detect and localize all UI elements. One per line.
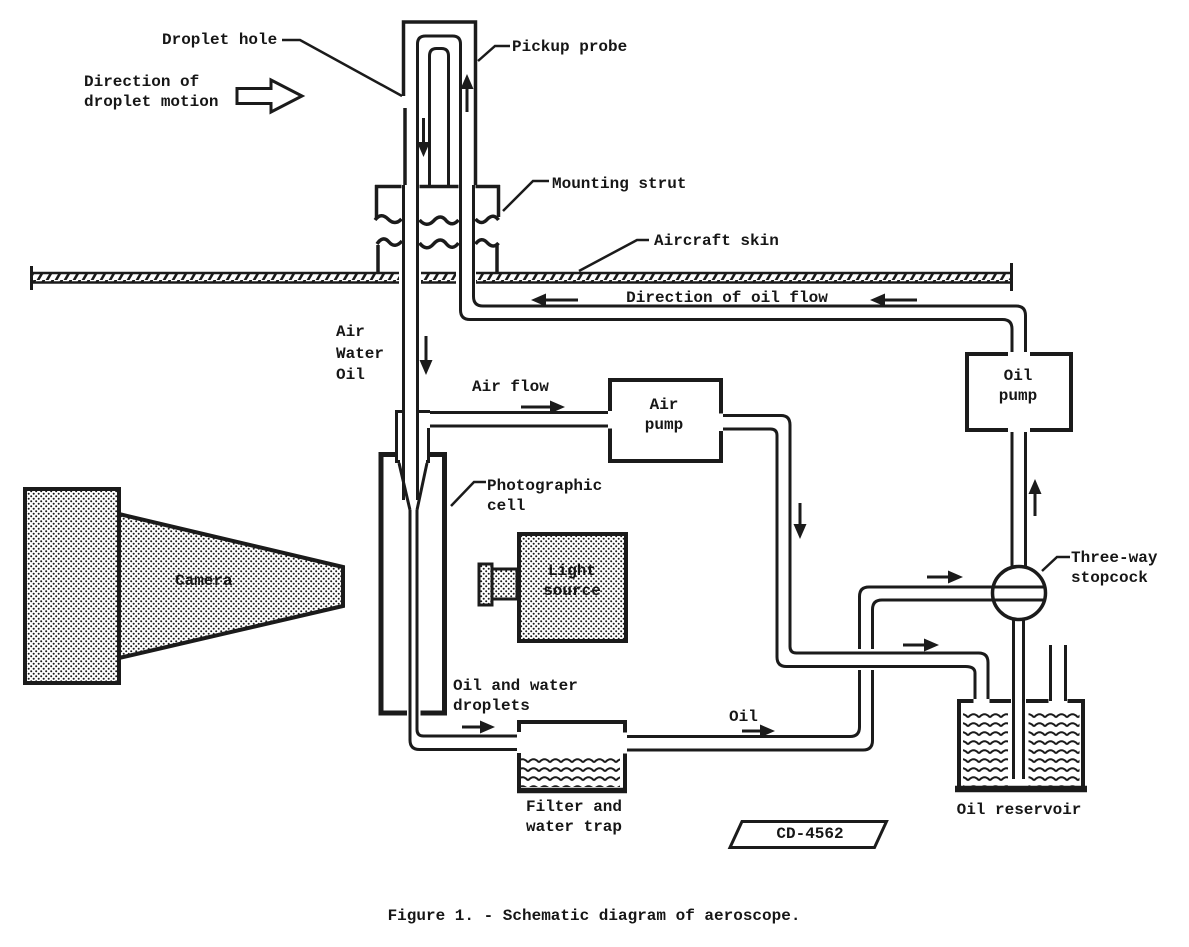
label-air-flow: Air flow <box>472 378 549 396</box>
drawing-number-tag <box>727 820 889 849</box>
label-three-way-stopcock: Three-way stopcock <box>1071 549 1158 587</box>
label-oil-pump: Oil pump <box>998 367 1038 405</box>
oil-flow-left-arrow-1 <box>531 293 578 307</box>
label-oil: Oil <box>729 708 758 726</box>
cell-drain-pipe <box>408 510 517 751</box>
label-pickup-probe: Pickup probe <box>512 38 628 56</box>
filter-water-trap-box <box>517 720 627 794</box>
drawing-number-text: CD-4562 <box>776 825 844 843</box>
oil-from-filter-right-arrow <box>742 724 775 738</box>
label-camera: Camera <box>175 572 233 590</box>
oil-reservoir-tank <box>955 645 1087 793</box>
label-droplet-hole: Droplet hole <box>162 31 278 49</box>
label-oil-flow-direction: Direction of oil flow <box>626 289 828 307</box>
cell-head-fitting <box>395 410 430 511</box>
figure-caption: Figure 1. - Schematic diagram of aerosco… <box>387 907 801 925</box>
reservoir-vent-pipe <box>1049 645 1067 701</box>
pickup-probe-assembly <box>401 20 478 185</box>
stopcock-leader <box>1041 555 1070 572</box>
probe-u-tube-outer <box>416 34 462 185</box>
droplets-to-filter-right-arrow <box>462 720 495 734</box>
flow-arrows <box>235 74 1042 738</box>
cell-funnel <box>397 462 429 511</box>
aircraft-skin-band <box>30 263 1013 291</box>
label-aircraft-skin: Aircraft skin <box>654 232 779 250</box>
oil-to-stopcock-right-arrow <box>927 570 963 584</box>
probe-casing <box>401 20 478 185</box>
air-flow-right-arrow <box>521 400 565 414</box>
mounting-strut <box>373 184 501 272</box>
oil-pump-to-stopcock-pipe <box>1010 432 1027 779</box>
label-oil-water-droplets: Oil and water droplets <box>453 677 578 715</box>
label-oil-reservoir: Oil reservoir <box>956 801 1082 819</box>
label-air-water-oil: Air Water Oil <box>336 323 385 384</box>
air-flow-pipe <box>430 411 608 428</box>
probe-u-tube-inner <box>428 47 450 185</box>
sample-tube <box>402 185 419 500</box>
air-pump-box <box>608 378 723 463</box>
pickup-probe-leader <box>477 44 510 62</box>
label-mounting-strut: Mounting strut <box>552 175 687 193</box>
reservoir-oil-waves <box>1028 712 1080 788</box>
droplet-motion-open-arrow <box>235 77 306 115</box>
oil-pump-box <box>965 352 1073 432</box>
camera-shape <box>23 487 345 685</box>
label-photographic-cell: Photographic cell <box>487 477 603 515</box>
photographic-cell-box <box>378 452 447 716</box>
label-light-source: Light source <box>543 562 601 600</box>
air-to-reservoir-right-arrow <box>903 638 939 652</box>
air-return-line <box>723 414 990 699</box>
filter-liquid-waves <box>521 757 620 787</box>
reservoir-oil-waves <box>963 712 1008 788</box>
label-droplet-motion: Direction of droplet motion <box>84 73 219 111</box>
droplet-down-arrow <box>417 118 430 157</box>
air-line-down-arrow <box>793 503 807 539</box>
aircraft-skin-leader <box>578 238 649 273</box>
droplet-hole-leader <box>282 38 403 98</box>
stopcock-up-arrow <box>1028 479 1042 516</box>
photographic-cell-leader <box>450 480 486 507</box>
three-way-stopcock-valve <box>990 564 1048 622</box>
light-source-shape <box>477 532 628 643</box>
label-filter-water-trap: Filter and water trap <box>525 798 623 836</box>
label-air-pump: Air pump <box>644 396 684 434</box>
air-water-oil-down-arrow <box>419 336 433 375</box>
oil-return-line <box>459 185 1027 352</box>
oil-flow-left-arrow-2 <box>870 293 917 307</box>
leader-lines <box>282 38 1070 572</box>
mounting-strut-leader <box>502 179 549 212</box>
oil-up-arrow-probe <box>460 74 474 112</box>
